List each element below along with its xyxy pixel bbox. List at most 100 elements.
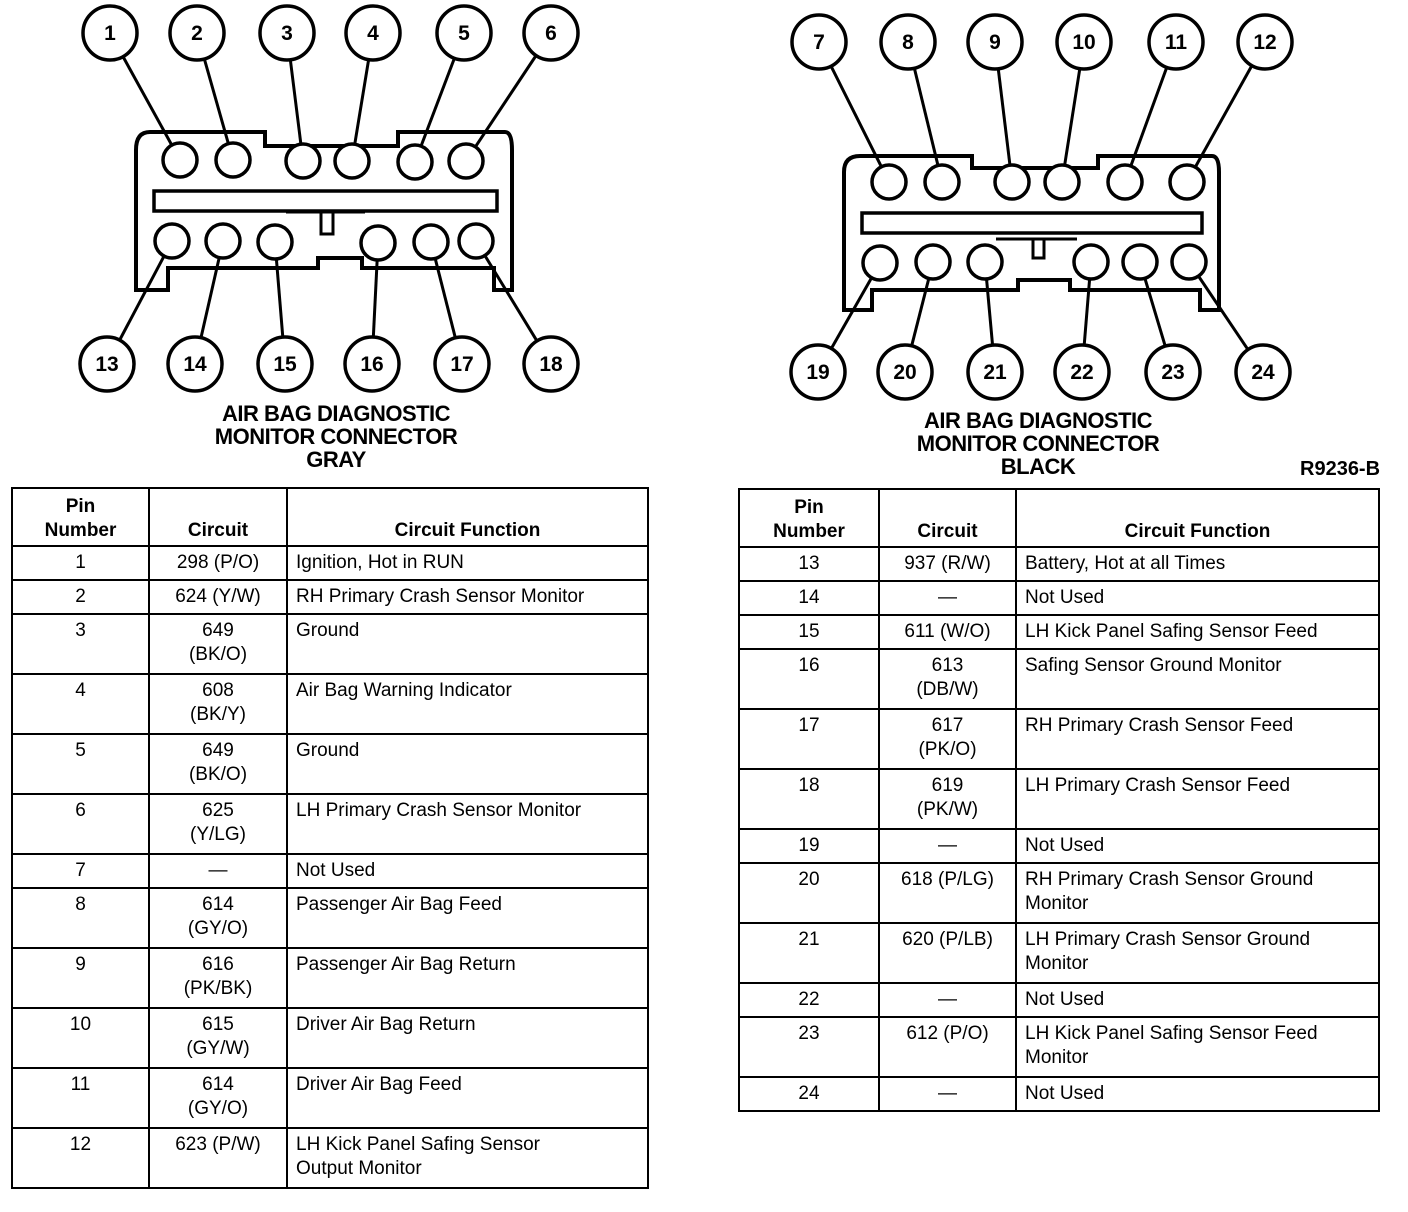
circuit-cell: 298 (P/O) (148, 545, 288, 581)
pin-callout-circle (78, 335, 136, 393)
circuit-function-cell: Not Used (1015, 1076, 1380, 1112)
function-line: RH Primary Crash Sensor Feed (1025, 715, 1294, 736)
circuit-line: 617 (931, 715, 964, 736)
function-line: Not Used (296, 860, 376, 881)
pin-callout-label: 24 (1251, 361, 1275, 384)
circuit-function-cell: Not Used (1015, 828, 1380, 864)
pin-terminal (1043, 163, 1081, 201)
pin-terminal (214, 141, 252, 179)
circuit-line: 649 (202, 740, 234, 761)
pin-callout-label: 20 (893, 361, 916, 384)
pin-callout-circle (433, 335, 491, 393)
table-row: 14—Not Used (738, 580, 1380, 616)
pin-callout-circle (1236, 13, 1294, 71)
function-line: Passenger Air Bag Return (296, 954, 516, 975)
pin-callout-circle (1144, 343, 1202, 401)
function-line: Ignition, Hot in RUN (296, 552, 464, 573)
function-line: Air Bag Warning Indicator (296, 680, 512, 701)
circuit-line: (PK/W) (916, 799, 979, 820)
function-line: LH Primary Crash Sensor Feed (1025, 775, 1291, 796)
circuit-function-cell: Ground (286, 613, 649, 675)
circuit-function-cell: Air Bag Warning Indicator (286, 673, 649, 735)
function-line: Not Used (1025, 587, 1105, 608)
circuit-cell: 649(BK/O) (148, 733, 288, 795)
pin-callout-label: 22 (1070, 361, 1093, 384)
pin-leader-line (474, 54, 538, 148)
pin-leader-line (121, 55, 174, 146)
pin-terminal (284, 142, 322, 180)
pin-leader-line (1193, 64, 1254, 168)
pin-number-cell: 9 (11, 947, 150, 1009)
connector-key (996, 237, 1077, 260)
pin-leader-line (985, 278, 995, 346)
circuit-function-cell: Driver Air Bag Feed (286, 1067, 649, 1129)
function-line: Passenger Air Bag Feed (296, 894, 502, 915)
pin-number-cell: 15 (738, 614, 880, 650)
pin-callout-label: 11 (1165, 31, 1188, 54)
circuit-function-header: Circuit Function (1015, 488, 1380, 548)
caption-line: BLACK (1000, 454, 1076, 479)
pin-leader-line (1129, 66, 1169, 167)
circuit-function-cell: Not Used (1015, 580, 1380, 616)
pin-terminal (412, 223, 450, 261)
pin-callout-label: 23 (1161, 361, 1184, 384)
circuit-line: (DB/W) (916, 679, 979, 700)
pin-leader-line (830, 277, 873, 350)
circuit-cell: 615(GY/W) (148, 1007, 288, 1069)
function-line: Driver Air Bag Return (296, 1014, 476, 1035)
pin-callout-label: 1 (104, 22, 116, 45)
circuit-function-cell: LH Kick Panel Safing Sensor Feed (1015, 614, 1380, 650)
pin-number-cell: 7 (11, 853, 150, 889)
pin-number-cell: 4 (11, 673, 150, 735)
pin-number-cell: 13 (738, 546, 880, 582)
circuit-function-cell: Passenger Air Bag Feed (286, 887, 649, 949)
pin-callout-circle (256, 335, 314, 393)
pin-callout-circle (1234, 343, 1292, 401)
pin-leader-line (483, 254, 539, 342)
circuit-line: (PK/O) (918, 739, 977, 760)
circuit-cell: 617 (PK/O) (878, 708, 1017, 770)
function-line: LH Primary Crash Sensor Ground (1025, 929, 1311, 950)
gray-connector-caption: AIR BAG DIAGNOSTIC MONITOR CONNECTOR GRA… (186, 402, 486, 471)
circuit-cell: 616(PK/BK) (148, 947, 288, 1009)
pin-leader-line (202, 58, 230, 145)
function-line: Monitor (1025, 1047, 1089, 1068)
caption-line: AIR BAG DIAGNOSTIC (221, 401, 451, 426)
circuit-cell: 625(Y/LG) (148, 793, 288, 855)
table-row: 22—Not Used (738, 982, 1380, 1018)
circuit-line: 616 (202, 954, 234, 975)
pin-callout-label: 5 (458, 22, 470, 45)
pin-callout-circle (522, 335, 580, 393)
function-line: LH Primary Crash Sensor Monitor (296, 800, 582, 821)
table-row: 7 — Not Used (11, 853, 649, 889)
pin-terminal (161, 141, 199, 179)
circuit-cell: 649(BK/O) (148, 613, 288, 675)
pin-number-header: Pin Number (738, 488, 880, 548)
pin-terminal (256, 223, 294, 261)
circuit-cell: 611 (W/O) (878, 614, 1017, 650)
pin-number-cell: 10 (11, 1007, 150, 1069)
function-line: Ground (296, 620, 360, 641)
circuit-line: — (208, 860, 228, 881)
pin-terminal (923, 163, 961, 201)
pin-callout-label: 9 (989, 31, 1001, 54)
pin-callout-circle (966, 343, 1024, 401)
pin-leader-line (1063, 68, 1082, 166)
pin-terminal (1170, 243, 1208, 281)
function-line: Driver Air Bag Feed (296, 1074, 462, 1095)
pin-callout-label: 8 (902, 31, 914, 54)
circuit-function-cell: Passenger Air Bag Return (286, 947, 649, 1009)
pin-number-cell: 17 (738, 708, 880, 770)
pin-leader-line (1082, 278, 1092, 346)
pin-leader-line (419, 57, 456, 147)
